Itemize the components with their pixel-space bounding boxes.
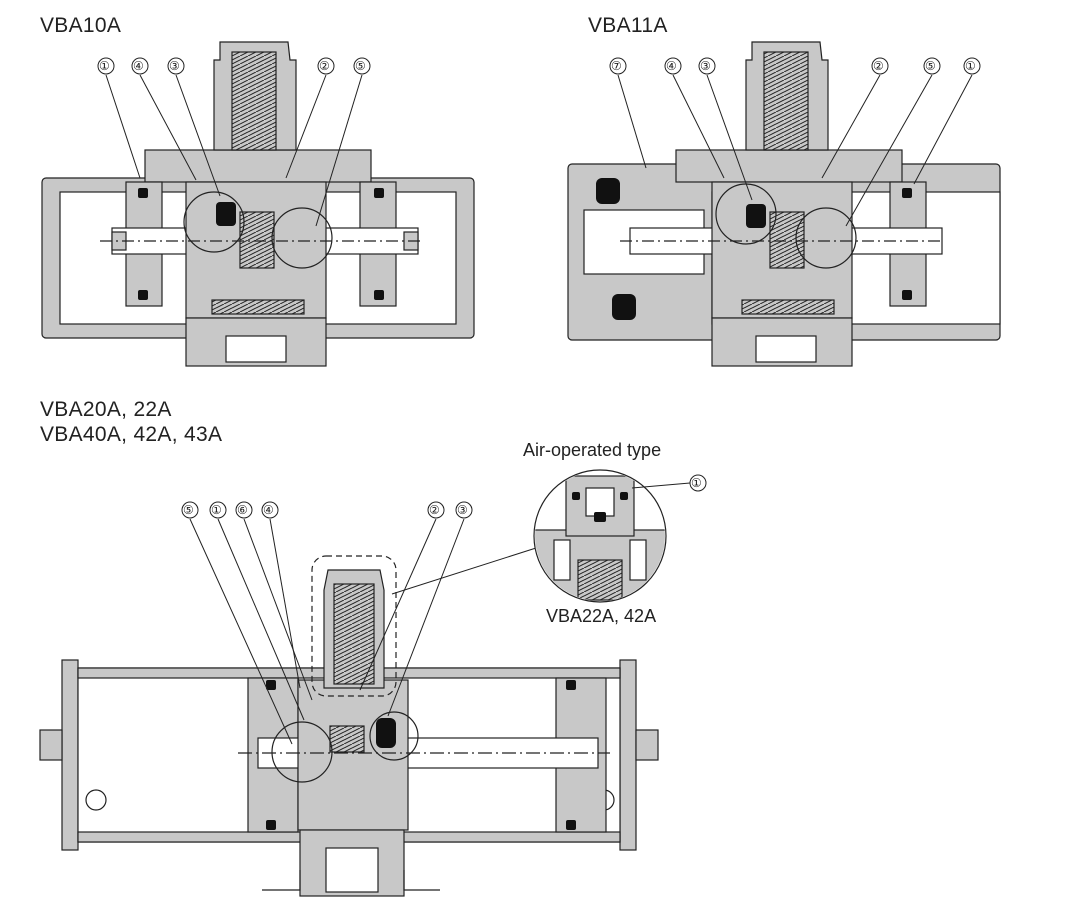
title-vba11a: VBA11A xyxy=(588,14,668,37)
title-vba10a: VBA10A xyxy=(40,14,122,37)
diagram-vba20a xyxy=(39,555,659,897)
inset-caption: VBA22A, 42A xyxy=(546,606,657,626)
callouts-vba10a xyxy=(97,57,371,227)
callout-vba20a-6: ⑥ xyxy=(237,503,248,517)
callout-labels-vba10a: ① ④ ③ ② ⑤ xyxy=(99,59,366,73)
title-vba20a-line1: VBA20A, 22A xyxy=(40,398,172,421)
callout-vba10a-3: ③ xyxy=(169,59,180,73)
callout-vba10a-5: ⑤ xyxy=(355,59,366,73)
callout-labels-vba11a: ⑦ ④ ③ ② ⑤ ① xyxy=(611,59,976,73)
callout-inset-1: ① xyxy=(691,476,702,490)
callout-vba11a-7: ⑦ xyxy=(611,59,622,73)
callout-vba10a-2: ② xyxy=(319,59,330,73)
callout-vba11a-2: ② xyxy=(873,59,884,73)
callouts-vba11a xyxy=(609,57,981,227)
inset-connector xyxy=(391,547,537,595)
callout-vba20a-3: ③ xyxy=(457,503,468,517)
diagram-vba10a xyxy=(41,41,475,367)
callout-vba20a-5: ⑤ xyxy=(183,503,194,517)
inset-title: Air-operated type xyxy=(523,440,662,460)
callout-vba20a-2: ② xyxy=(429,503,440,517)
inset-air-operated xyxy=(533,469,707,603)
diagram-vba11a xyxy=(567,41,1001,367)
callout-vba11a-1: ① xyxy=(965,59,976,73)
callout-vba11a-4: ④ xyxy=(666,59,677,73)
title-vba20a-line2: VBA40A, 42A, 43A xyxy=(40,423,223,446)
callouts-vba20a xyxy=(181,501,473,745)
callout-vba20a-4: ④ xyxy=(263,503,274,517)
callout-vba20a-1: ① xyxy=(211,503,222,517)
callout-vba10a-4: ④ xyxy=(133,59,144,73)
callout-vba10a-1: ① xyxy=(99,59,110,73)
callout-vba11a-3: ③ xyxy=(700,59,711,73)
callout-vba11a-5: ⑤ xyxy=(925,59,936,73)
callout-labels-vba20a: ⑤ ① ⑥ ④ ② ③ xyxy=(183,503,468,517)
